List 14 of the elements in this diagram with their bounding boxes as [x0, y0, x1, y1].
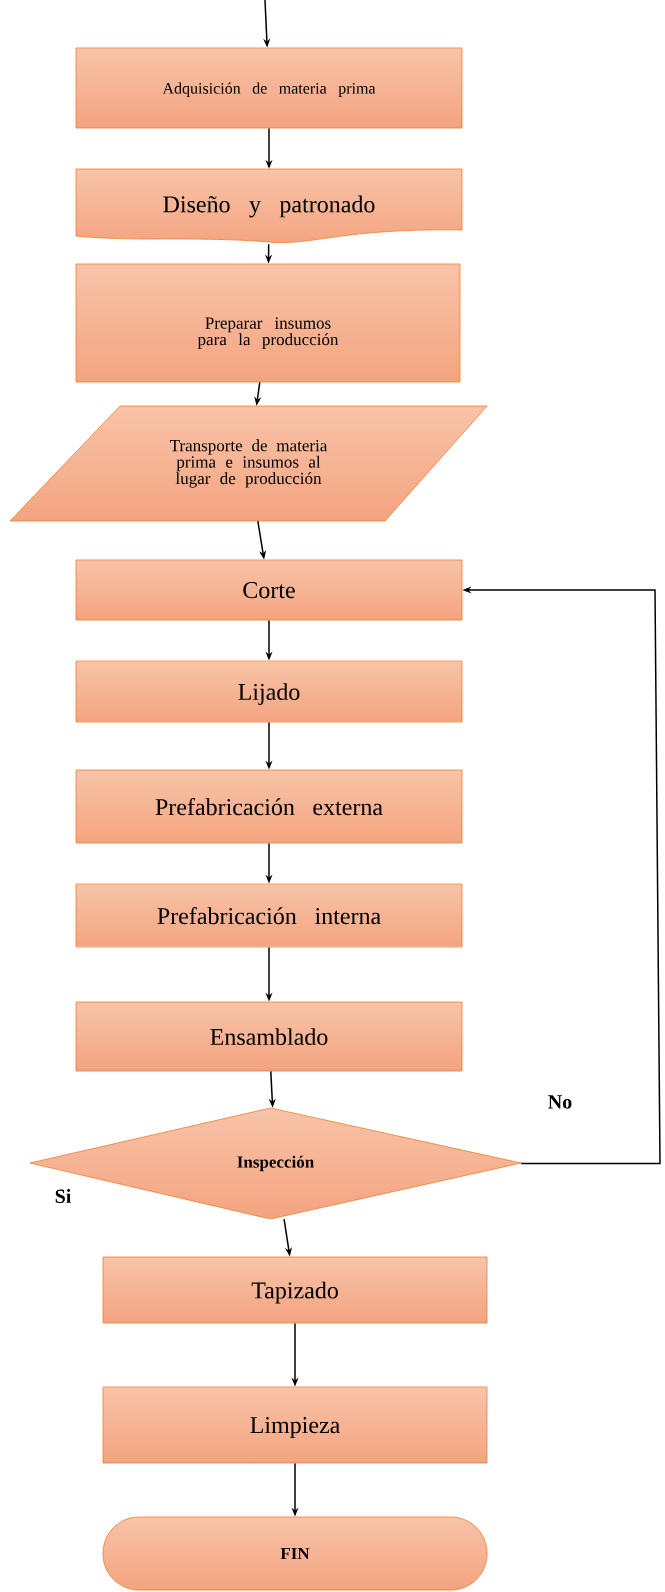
process-box: Limpieza — [102, 1386, 488, 1464]
data-parallelogram: Transporte de materia prima e insumos al lugar de producción — [9, 405, 488, 522]
document-box: Diseño y patronado — [75, 168, 463, 243]
process-box: Prefabricación interna — [75, 883, 463, 948]
process-box: Prefabricación externa — [75, 769, 463, 844]
process-box: Preparar insumos para la producción — [75, 263, 461, 383]
process-box: Ensamblado — [75, 1001, 463, 1072]
branch-label: Si — [55, 1188, 72, 1204]
terminal-box: FIN — [102, 1516, 488, 1591]
process-box: Tapizado — [102, 1256, 488, 1324]
process-box: Adquisición de materia prima — [75, 47, 463, 129]
edge-label: No — [546, 1094, 574, 1110]
process-box: Corte — [75, 559, 463, 621]
process-box: Lijado — [75, 660, 463, 723]
